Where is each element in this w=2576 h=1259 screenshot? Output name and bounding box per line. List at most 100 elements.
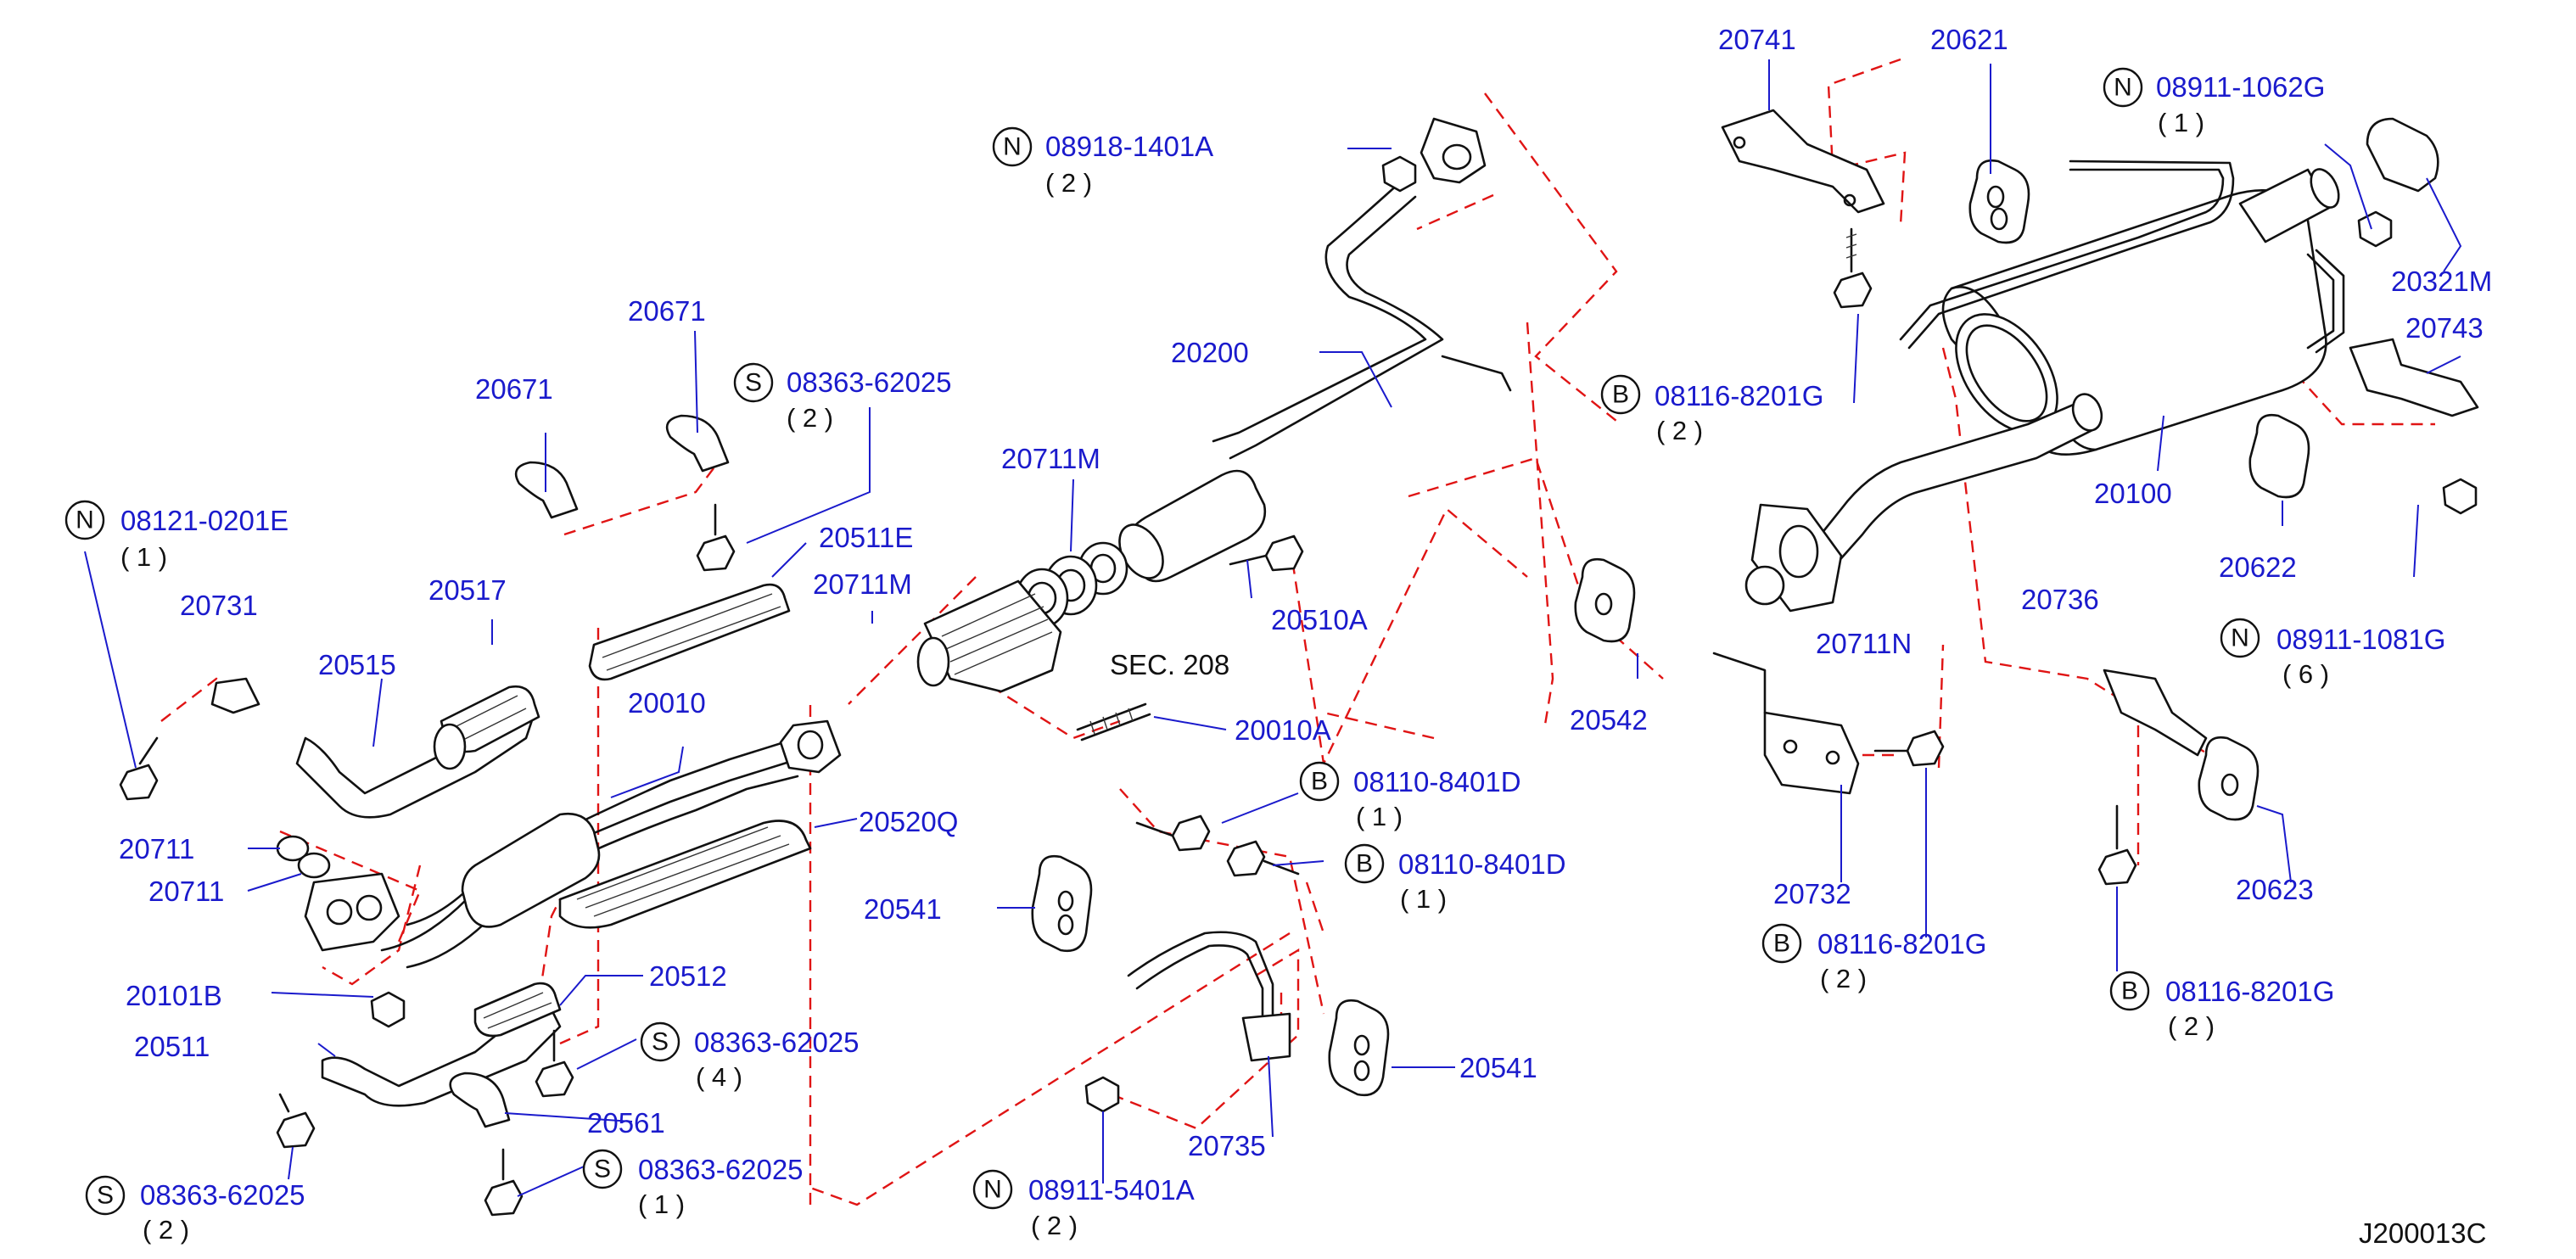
prefix-s: S [652,1028,669,1056]
heat-shield-upper [588,583,791,681]
rear-muffler [1806,159,2345,574]
label-20736: 20736 [2021,584,2099,615]
qty-08116-8201g: ( 2 ) [2168,1011,2215,1041]
prefix-b-circle [1761,923,1802,964]
leader-lines [84,59,2462,1197]
label-20711: 20711 [148,876,224,907]
prefix-n: N [1003,133,1022,161]
label-20743: 20743 [2405,312,2484,344]
label-08918-1401a: 08918-1401A [1045,131,1213,162]
prefix-n-circle [64,500,105,540]
prefix-b-circle [1600,374,1641,415]
label-20542: 20542 [1570,704,1648,736]
qty-08116-8201g: ( 2 ) [1820,964,1867,993]
parts-line-art [119,109,2479,1217]
prefix-b-circle [2109,971,2150,1011]
label-20732: 20732 [1773,878,1851,909]
label-20515: 20515 [318,649,396,680]
label-08363-62025: 08363-62025 [140,1179,305,1211]
label-08911-1081g: 08911-1081G [2276,624,2445,655]
prefix-b: B [2121,977,2138,1005]
label-20731: 20731 [180,590,258,621]
label-20623: 20623 [2236,874,2314,905]
clamps [449,414,730,1128]
label-20711: 20711 [119,833,194,865]
manifold-catalyst-lower [321,982,562,1107]
prefix-b: B [1612,381,1629,409]
label-20100: 20100 [2094,478,2172,509]
label-08363-62025: 08363-62025 [787,367,952,398]
prefix-n-circle [2220,618,2260,658]
qty-08110-8401d: ( 1 ) [1356,802,1403,831]
label-20010: 20010 [628,687,706,719]
rubber-hangers [1031,159,2310,1097]
qty-08363-62025: ( 4 ) [696,1062,742,1092]
label-20711n: 20711N [1816,628,1912,659]
label-08110-8401d: 08110-8401D [1398,848,1566,880]
label-08363-62025: 08363-62025 [638,1154,804,1185]
label-08911-5401a: 08911-5401A [1028,1174,1195,1206]
label-20321m: 20321M [2391,266,2492,297]
label-20711m: 20711M [1001,443,1100,474]
prefix-s-circle [85,1175,126,1216]
label-08116-8201g: 08116-8201G [1817,928,1986,960]
qty-08363-62025: ( 2 ) [787,403,833,433]
label-20517: 20517 [428,574,507,606]
rear-pipe-flange [1744,503,1843,613]
label-20520q: 20520Q [859,806,958,837]
prefix-n: N [983,1176,1002,1204]
qty-08911-1081g: ( 6 ) [2282,659,2329,689]
label-sec-208: SEC. 208 [1110,649,1229,680]
label-20711m: 20711M [813,568,912,600]
label-20735: 20735 [1188,1130,1266,1161]
label-20511: 20511 [134,1031,210,1062]
label-20671: 20671 [628,295,706,327]
qty-08363-62025: ( 2 ) [143,1215,189,1245]
qty-08363-62025: ( 1 ) [638,1189,685,1219]
front-tube [304,719,842,969]
prefix-n-circle [972,1169,1013,1210]
label-20541: 20541 [1459,1052,1537,1083]
label-08911-1062g: 08911-1062G [2156,71,2325,103]
center-pipe [1078,117,1512,596]
qty-08116-8201g: ( 2 ) [1656,416,1703,445]
brackets [210,109,2479,1062]
prefix-n-circle [992,126,1033,167]
label-08116-8201g: 08116-8201G [2165,976,2334,1007]
label-08121-0201e: 08121-0201E [120,505,288,536]
label-20561: 20561 [587,1107,665,1139]
label-20010a: 20010A [1235,714,1331,746]
qty-08110-8401d: ( 1 ) [1400,884,1447,914]
label-20671: 20671 [475,373,553,405]
label-20541: 20541 [864,893,942,925]
label-20101b: 20101B [126,980,222,1011]
prefix-b: B [1356,850,1373,878]
label-08116-8201g: 08116-8201G [1655,380,1823,411]
catalyst-section [916,579,1062,693]
prefix-n: N [2114,74,2132,102]
prefix-s: S [745,369,762,397]
label-20512: 20512 [649,960,727,992]
qty-08918-1401a: ( 2 ) [1045,168,1092,198]
prefix-s: S [594,1155,611,1183]
label-20741: 20741 [1718,24,1796,55]
label-20510a: 20510A [1271,604,1368,635]
heat-shield [558,820,812,929]
manifold-catalyst-upper [295,685,540,819]
prefix-b: B [1311,768,1328,796]
qty-08911-5401a: ( 2 ) [1031,1211,1078,1240]
prefix-b-circle [1344,843,1385,884]
prefix-b: B [1773,930,1790,958]
part-labels: 20741 20621 N 08911-1062G ( 1 ) N 08918-… [64,24,2492,1249]
prefix-n: N [76,506,94,534]
prefix-s-circle [640,1021,680,1062]
label-20621: 20621 [1930,24,2008,55]
qty-08911-1062g: ( 1 ) [2158,108,2204,137]
label-20511e: 20511E [819,522,913,553]
prefix-s-circle [582,1149,623,1189]
prefix-n: N [2231,624,2249,652]
label-08363-62025: 08363-62025 [694,1027,860,1058]
fasteners [119,117,2478,1217]
label-20622: 20622 [2219,551,2297,583]
